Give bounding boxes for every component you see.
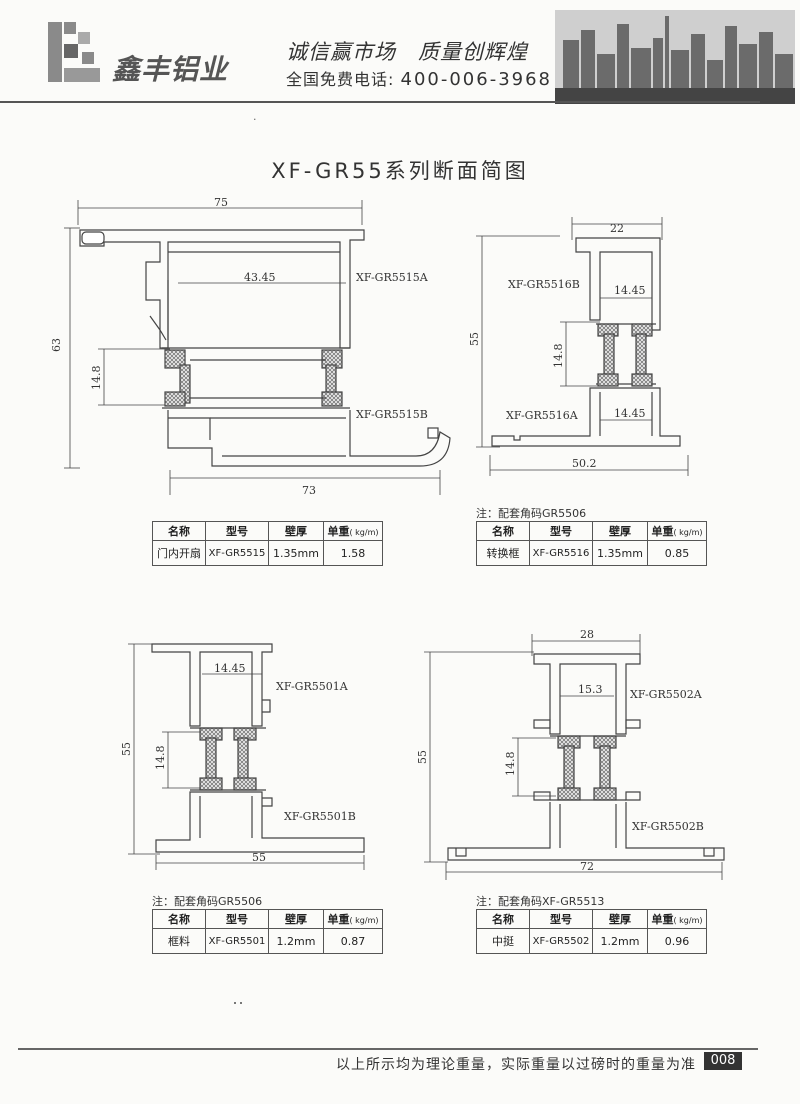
th-name: 名称 — [152, 521, 206, 541]
dim-5502-inner: 15.3 — [578, 683, 603, 696]
cell-name: 门内开扇 — [152, 540, 206, 566]
spec-table-gr5501: 名称 型号 壁厚 单重( kg/m) 框料 XF-GR5501 1.2mm 0.… — [152, 909, 383, 954]
cell-model: XF-GR5502 — [529, 928, 593, 954]
cell-wall: 1.2mm — [592, 928, 648, 954]
dim-5516-bottom: 50.2 — [572, 457, 597, 470]
spec-table-gr5515: 名称 型号 壁厚 单重( kg/m) 门内开扇 XF-GR5515 1.35mm… — [152, 521, 383, 566]
th-model: 型号 — [529, 909, 593, 929]
profile-gr5515-drawing — [64, 200, 451, 495]
th-model: 型号 — [205, 909, 269, 929]
logo-mark-icon — [48, 22, 100, 82]
dim-5516-inner-bottom: 14.45 — [614, 407, 646, 420]
cell-weight: 1.58 — [323, 540, 383, 566]
dim-5502-bottom: 72 — [580, 860, 594, 873]
th-name: 名称 — [476, 909, 530, 929]
dim-5515-insulation: 14.8 — [90, 366, 103, 391]
dim-5516-top: 22 — [610, 222, 624, 235]
cell-name: 框料 — [152, 928, 206, 954]
cell-model: XF-GR5515 — [205, 540, 269, 566]
cell-name: 中挺 — [476, 928, 530, 954]
footer-note: 以上所示均为理论重量，实际重量以过磅时的重量为准 — [336, 1057, 696, 1073]
phone-label: 全国免费电话: — [286, 70, 395, 89]
cell-model: XF-GR5516 — [529, 540, 593, 566]
label-5502a: XF-GR5502A — [630, 688, 703, 701]
th-model: 型号 — [529, 521, 593, 541]
label-5502b: XF-GR5502B — [632, 820, 704, 833]
label-5501a: XF-GR5501A — [276, 680, 349, 693]
city-skyline-icon — [555, 10, 795, 104]
th-weight: 单重( kg/m) — [647, 909, 707, 929]
slogan: 诚信赢市场 质量创辉煌 — [286, 40, 528, 64]
label-5516b: XF-GR5516B — [508, 278, 580, 291]
profile-gr5501-drawing — [128, 643, 365, 870]
dim-5515-height: 63 — [50, 338, 63, 352]
dim-5501-height: 55 — [120, 742, 133, 756]
label-5515b: XF-GR5515B — [356, 408, 428, 421]
cell-wall: 1.35mm — [592, 540, 648, 566]
dim-5516-inner-top: 14.45 — [614, 284, 646, 297]
page-header: 鑫丰铝业 诚信赢市场 质量创辉煌 全国免费电话: 400-006-3968 — [0, 0, 800, 108]
th-wall: 壁厚 — [592, 521, 648, 541]
brand-name: 鑫丰铝业 — [112, 53, 229, 86]
profile-gr5502-drawing — [424, 634, 725, 880]
phone-line: 全国免费电话: 400-006-3968 — [286, 66, 552, 90]
dim-5501-inner: 14.45 — [214, 662, 246, 675]
dim-5515-top: 75 — [214, 196, 228, 209]
note-gr5502: 注：配套角码XF-GR5513 — [476, 895, 605, 908]
th-wall: 壁厚 — [592, 909, 648, 929]
speck-mark: · — [253, 113, 257, 126]
th-name: 名称 — [476, 521, 530, 541]
label-5516a: XF-GR5516A — [506, 409, 579, 422]
cell-wall: 1.2mm — [268, 928, 324, 954]
cell-weight: 0.96 — [647, 928, 707, 954]
phone-number: 400-006-3968 — [400, 69, 553, 90]
cell-weight: 0.87 — [323, 928, 383, 954]
header-divider — [0, 101, 760, 103]
dim-5516-insulation: 14.8 — [552, 344, 565, 369]
label-5515a: XF-GR5515A — [356, 271, 429, 284]
th-model: 型号 — [205, 521, 269, 541]
th-wall: 壁厚 — [268, 909, 324, 929]
speck-mark — [240, 1002, 242, 1004]
cell-name: 转换框 — [476, 540, 530, 566]
dim-5501-bottom: 55 — [252, 851, 266, 864]
footer-divider — [18, 1048, 758, 1050]
th-wall: 壁厚 — [268, 521, 324, 541]
spec-table-gr5502: 名称 型号 壁厚 单重( kg/m) 中挺 XF-GR5502 1.2mm 0.… — [476, 909, 707, 954]
note-gr5501: 注：配套角码GR5506 — [152, 895, 263, 908]
th-name: 名称 — [152, 909, 206, 929]
label-5501b: XF-GR5501B — [284, 810, 356, 823]
dim-5502-insulation: 14.8 — [504, 752, 517, 777]
cell-weight: 0.85 — [647, 540, 707, 566]
note-gr5516: 注：配套角码GR5506 — [476, 507, 587, 520]
dim-5516-height: 55 — [468, 332, 481, 346]
speck-mark — [234, 1002, 236, 1004]
dim-5515-bottom: 73 — [302, 484, 316, 497]
th-weight: 单重( kg/m) — [647, 521, 707, 541]
dim-5502-top: 28 — [580, 628, 594, 641]
th-weight: 单重( kg/m) — [323, 521, 383, 541]
page-title: XF-GR55系列断面简图 — [271, 159, 529, 183]
cell-wall: 1.35mm — [268, 540, 324, 566]
profile-gr5516-drawing — [476, 217, 689, 476]
cell-model: XF-GR5501 — [205, 928, 269, 954]
th-weight: 单重( kg/m) — [323, 909, 383, 929]
spec-table-gr5516: 名称 型号 壁厚 单重( kg/m) 转换框 XF-GR5516 1.35mm … — [476, 521, 707, 566]
dim-5501-insulation: 14.8 — [154, 746, 167, 771]
dim-5502-height: 55 — [416, 750, 429, 764]
page-number: 008 — [704, 1052, 742, 1070]
dim-5515-inner: 43.45 — [244, 271, 276, 284]
